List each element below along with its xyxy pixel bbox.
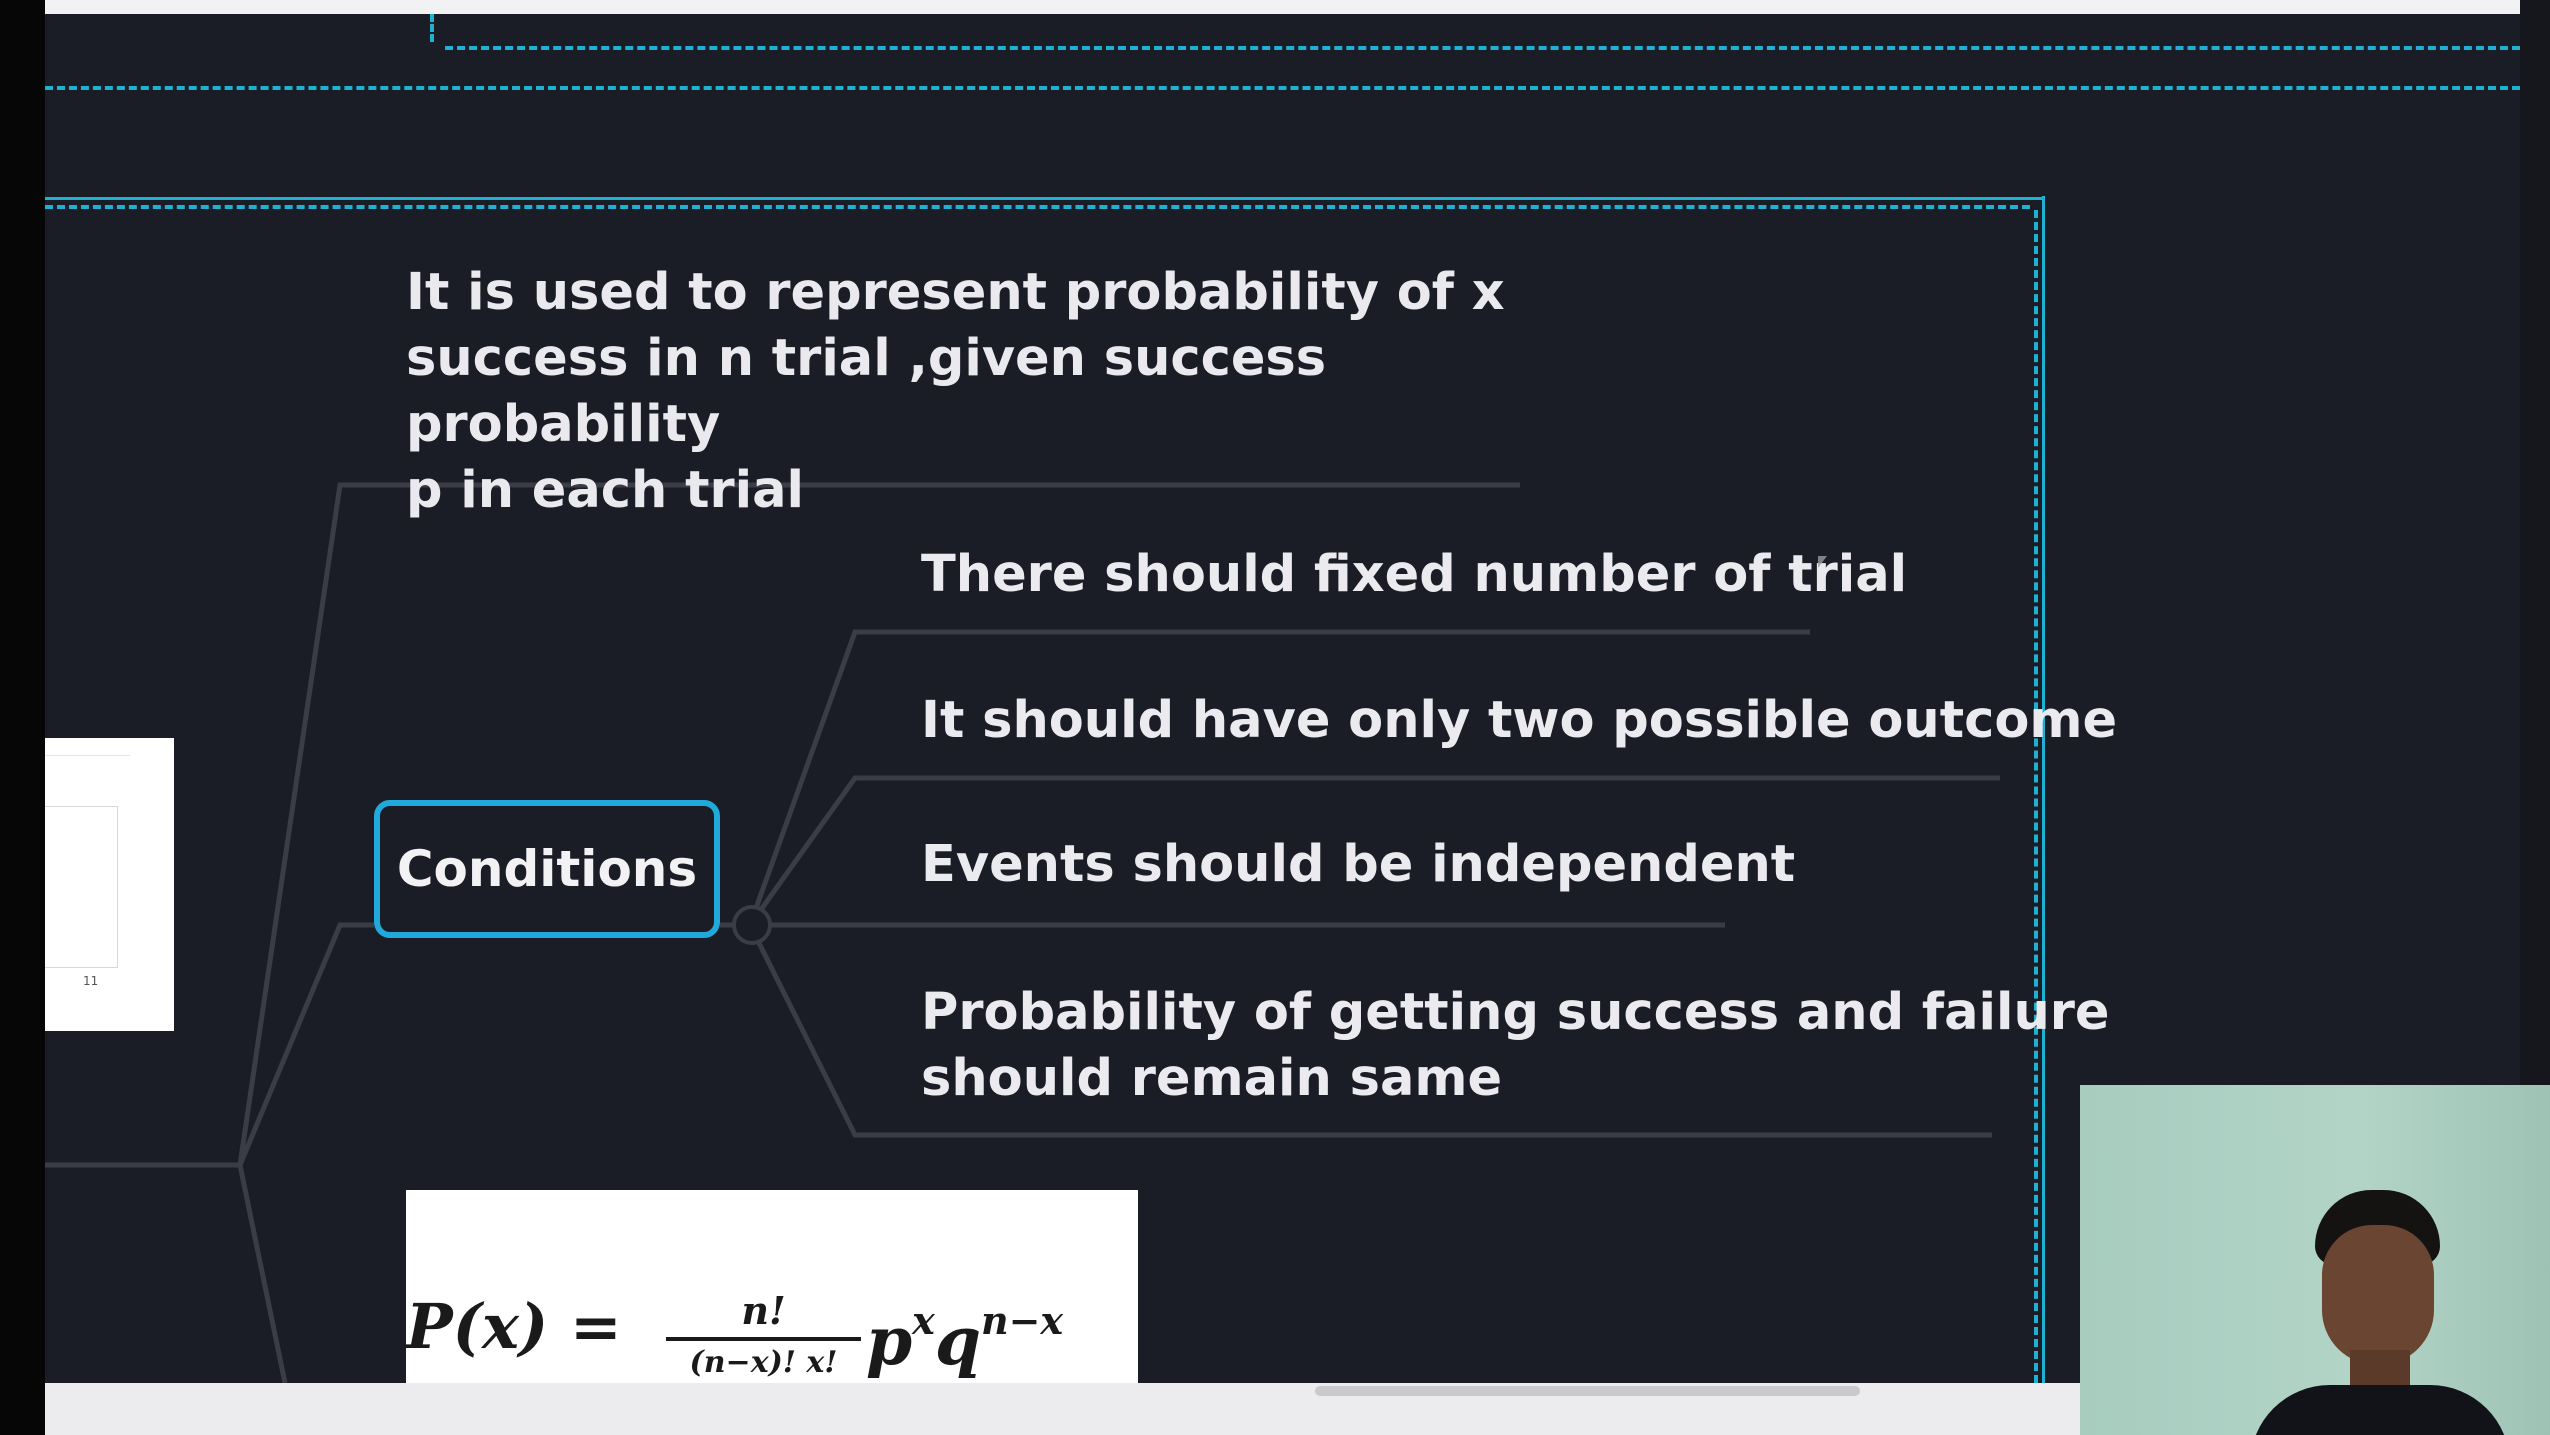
branch-cond-4	[747, 923, 1992, 1138]
definition-text: It is used to represent probability of x…	[406, 260, 1556, 524]
thumbnail-page-number: 11	[83, 974, 99, 988]
section-dashed-top	[45, 205, 2030, 209]
presenter-face	[2322, 1225, 2434, 1365]
top-dashed-frame-corner	[430, 14, 434, 42]
thumbnail-frame	[45, 806, 118, 968]
left-bezel	[0, 0, 45, 1435]
thumbnail-divider	[45, 755, 130, 756]
formula-p-exponent: x	[912, 1298, 935, 1343]
webcam-background	[2080, 1085, 2550, 1435]
formula-denominator: (n−x)! x!	[689, 1345, 838, 1380]
formula-pq: pxqn−x	[866, 1298, 1063, 1380]
webcam-overlay	[2080, 1085, 2550, 1435]
branch-cond-2	[747, 775, 2000, 927]
fraction-bar	[666, 1337, 861, 1341]
branch-to-definition	[237, 482, 1520, 1166]
top-window-bar	[45, 0, 2520, 14]
conditions-collapse-toggle	[732, 905, 772, 945]
condition-line: Probability of getting success and failu…	[921, 983, 2110, 1042]
section-solid-top	[45, 197, 2042, 200]
formula-q: q	[934, 1302, 981, 1380]
formula-numerator: n!	[741, 1288, 786, 1333]
formula-card[interactable]: P(x) = n! (n−x)! x! pxqn−x	[406, 1190, 1138, 1383]
branch-cond-1	[747, 629, 1810, 926]
section-dashed-right	[2034, 210, 2038, 1383]
upper-dashed-boundary	[45, 86, 2520, 90]
section-solid-right	[2042, 196, 2045, 1383]
definition-line: success in n trial ,given success probab…	[406, 329, 1327, 454]
condition-independent-events[interactable]: Events should be independent	[921, 835, 1796, 894]
condition-constant-probability[interactable]: Probability of getting success and failu…	[921, 980, 2110, 1112]
mouse-pointer-icon	[1818, 556, 1827, 568]
conditions-node-label: Conditions	[396, 840, 698, 898]
thumbnail-card[interactable]: 11	[45, 738, 174, 1031]
horizontal-scrollbar-thumb[interactable]	[1315, 1386, 1860, 1396]
conditions-node[interactable]: Conditions	[374, 800, 720, 938]
formula-q-exponent: n−x	[980, 1298, 1064, 1343]
formula-p: p	[866, 1302, 913, 1380]
branch-to-formula	[237, 1164, 288, 1384]
formula-lhs: P(x) =	[406, 1290, 622, 1363]
condition-two-outcomes[interactable]: It should have only two possible outcome	[921, 691, 2118, 750]
formula-fraction: n! (n−x)! x!	[666, 1288, 861, 1380]
definition-line: p in each trial	[406, 461, 805, 520]
condition-line: should remain same	[921, 1049, 1503, 1108]
branch-to-conditions	[237, 922, 374, 1166]
top-dashed-frame	[445, 46, 2520, 50]
presenter-shirt	[2250, 1385, 2510, 1435]
definition-line: It is used to represent probability of x	[406, 263, 1505, 322]
condition-fixed-trials[interactable]: There should fixed number of trial	[921, 545, 1908, 604]
